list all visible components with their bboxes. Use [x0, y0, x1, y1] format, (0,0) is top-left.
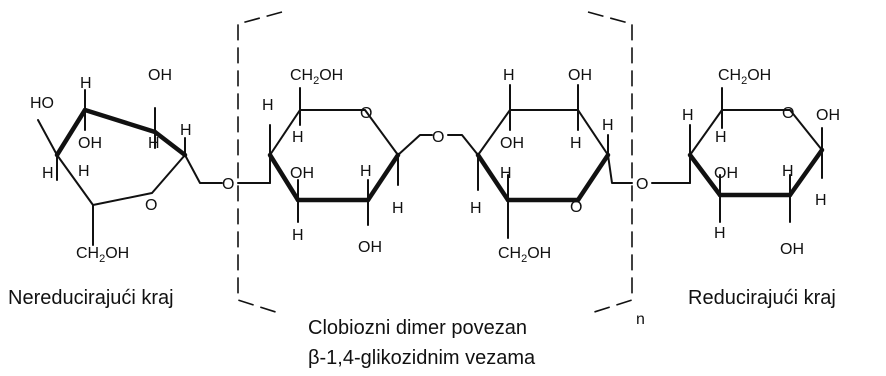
ring-oxygen: O — [570, 199, 582, 216]
atom-h: H — [714, 225, 726, 242]
atom-h: H — [262, 97, 274, 114]
atom-oh: OH — [714, 165, 738, 182]
glycosidic-oxygen: O — [222, 176, 234, 193]
atom-h: H — [503, 67, 515, 84]
atom-h: H — [292, 227, 304, 244]
caption-reducing-end: Reducirajući kraj — [688, 287, 836, 309]
oh-text: OH — [527, 245, 551, 262]
atom-h: H — [500, 165, 512, 182]
atom-oh: OH — [78, 135, 102, 152]
glucose-ring-reducing — [651, 87, 825, 223]
atom-oh: OH — [568, 67, 592, 84]
subscript-2: 2 — [521, 253, 527, 265]
ch-text: CH — [498, 245, 521, 262]
glycosidic-oxygen: O — [432, 129, 444, 146]
atom-h: H — [148, 135, 160, 152]
oh-text: OH — [319, 67, 343, 84]
atom-h: H — [470, 200, 482, 217]
glucose-ring-nonreducing — [37, 89, 223, 246]
atom-h: H — [392, 200, 404, 217]
caption-cellobiose-dimer-line2: β-1,4-glikozidnim vezama — [308, 347, 536, 369]
atom-h: H — [682, 107, 694, 124]
glycosidic-oxygen: O — [636, 176, 648, 193]
atom-oh: OH — [358, 239, 382, 256]
repeat-subscript-n: n — [636, 311, 645, 328]
atom-h: H — [360, 163, 372, 180]
atom-oh: OH — [780, 241, 804, 258]
ring-oxygen: O — [145, 197, 157, 214]
atom-ch2-oh: CH2OH — [76, 245, 129, 265]
atom-h: H — [80, 75, 92, 92]
atom-ho: HO — [30, 95, 54, 112]
atom-h: H — [180, 122, 192, 139]
ch-text: CH — [718, 67, 741, 84]
atom-oh: OH — [148, 67, 172, 84]
atom-h: H — [570, 135, 582, 152]
atom-h: H — [815, 192, 827, 209]
atom-ch2-oh: CH2OH — [290, 67, 343, 87]
atom-h: H — [782, 163, 794, 180]
oh-text: OH — [105, 245, 129, 262]
glucose-ring-dimer-2 — [447, 84, 633, 239]
atom-h: H — [602, 117, 614, 134]
atom-ch2-oh: CH2OH — [718, 67, 771, 87]
ring-oxygen: O — [360, 105, 372, 122]
atom-oh: OH — [290, 165, 314, 182]
ring-oxygen: O — [782, 105, 794, 122]
subscript-2: 2 — [99, 253, 105, 265]
subscript-2: 2 — [741, 75, 747, 87]
atom-h: H — [42, 165, 54, 182]
atom-h: H — [78, 163, 90, 180]
glucose-ring-dimer-1 — [237, 87, 433, 226]
atom-oh: OH — [500, 135, 524, 152]
ch-text: CH — [76, 245, 99, 262]
caption-nonreducing-end: Nereducirajući kraj — [8, 287, 174, 309]
atom-ch2-oh: CH2OH — [498, 245, 551, 265]
oh-text: OH — [747, 67, 771, 84]
subscript-2: 2 — [313, 75, 319, 87]
atom-h: H — [715, 129, 727, 146]
atom-h: H — [292, 129, 304, 146]
ch-text: CH — [290, 67, 313, 84]
atom-oh: OH — [816, 107, 840, 124]
caption-cellobiose-dimer-line1: Clobiozni dimer povezan — [308, 317, 527, 339]
